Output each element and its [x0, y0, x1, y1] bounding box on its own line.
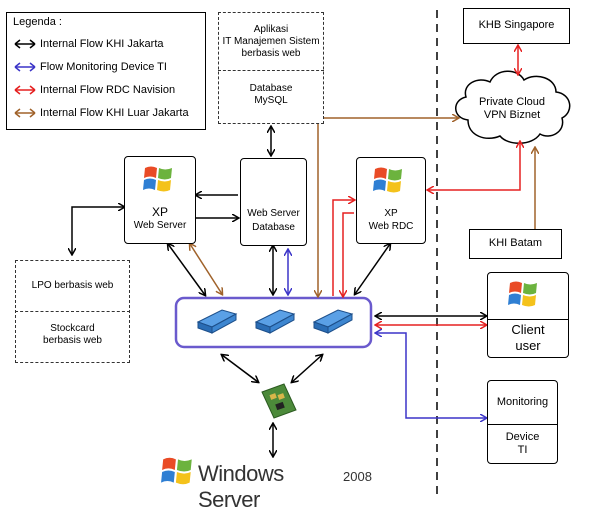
windows-server-name: Windows Server: [198, 461, 284, 513]
network-switch-icon: [254, 309, 296, 334]
legend-title: Legenda :: [13, 16, 62, 28]
client-user-label: Client user: [511, 322, 545, 353]
legend-item-red: Internal Flow RDC Navision: [13, 84, 203, 98]
app-it-label: Aplikasi IT Manajemen Sistem berbasis we…: [222, 24, 320, 59]
legend: Legenda : Internal Flow KHI Jakarta Flow…: [6, 12, 206, 130]
network-card-icon: [261, 383, 297, 419]
web-server-db-box: [240, 158, 307, 246]
windows-server-version: 2008: [343, 469, 372, 484]
windows-logo-icon: [373, 167, 402, 193]
web-server-db-title: Web Server: [247, 208, 300, 219]
legend-item-brown: Internal Flow KHI Luar Jakarta: [13, 107, 203, 121]
network-switch-icon: [196, 309, 238, 334]
khb-singapore-box: [463, 8, 570, 44]
monitoring-label: Monitoring: [496, 396, 549, 408]
flow-brown-web-switch: [190, 244, 222, 294]
blue-arrow-icon: [14, 62, 36, 72]
windows-logo-icon: [161, 457, 192, 485]
network-switch-icon: [312, 309, 354, 334]
db-mysql-label: Database MySQL: [249, 83, 293, 106]
legend-item-blue: Flow Monitoring Device TI: [13, 61, 203, 75]
khi-batam-box: [469, 229, 562, 259]
app-it-divider: [218, 70, 324, 71]
windows-logo-icon: [508, 281, 537, 307]
legend-item-black: Internal Flow KHI Jakarta: [13, 38, 203, 52]
red-arrow-icon: [14, 85, 36, 95]
xp-web-server-title: XP: [151, 205, 168, 219]
flow-switch-to-card-right: [292, 355, 322, 382]
khi-batam-label: KHI Batam: [488, 237, 543, 249]
khb-singapore-label: KHB Singapore: [478, 19, 555, 31]
lpo-label: LPO berbasis web: [31, 280, 114, 291]
device-ti-label: Device TI: [505, 431, 540, 457]
app-it-panel: [218, 12, 324, 124]
black-arrow-icon: [14, 39, 36, 49]
lpo-stockcard-divider: [15, 311, 130, 312]
flow-web-to-switch: [168, 244, 205, 295]
flow-monitoring-device: [376, 333, 486, 418]
legend-label: Internal Flow KHI Jakarta: [40, 38, 164, 50]
monitoring-box: [487, 380, 558, 464]
private-cloud-label: Private Cloud VPN Biznet: [478, 96, 546, 122]
flow-rdc-to-switch: [355, 244, 390, 294]
legend-label: Internal Flow KHI Luar Jakarta: [40, 107, 189, 119]
legend-label: Flow Monitoring Device TI: [40, 61, 167, 73]
web-server-db-subtitle: Database: [252, 222, 295, 233]
stockcard-label: Stockcard berbasis web: [43, 323, 102, 346]
xp-web-server-subtitle: Web Server: [133, 220, 187, 231]
flow-web-to-lpo: [72, 207, 124, 254]
client-user-divider: [487, 319, 569, 320]
windows-logo-icon: [143, 166, 172, 192]
flow-red-rdc-switch: [343, 212, 354, 296]
flow-red-rdc-cloud: [428, 142, 520, 190]
brown-arrow-icon: [14, 108, 36, 118]
xp-web-rdc-subtitle: Web RDC: [368, 221, 414, 232]
legend-label: Internal Flow RDC Navision: [40, 84, 176, 96]
xp-web-rdc-title: XP: [384, 208, 398, 219]
monitoring-divider: [487, 424, 558, 425]
flow-switch-to-card-left: [222, 355, 258, 382]
